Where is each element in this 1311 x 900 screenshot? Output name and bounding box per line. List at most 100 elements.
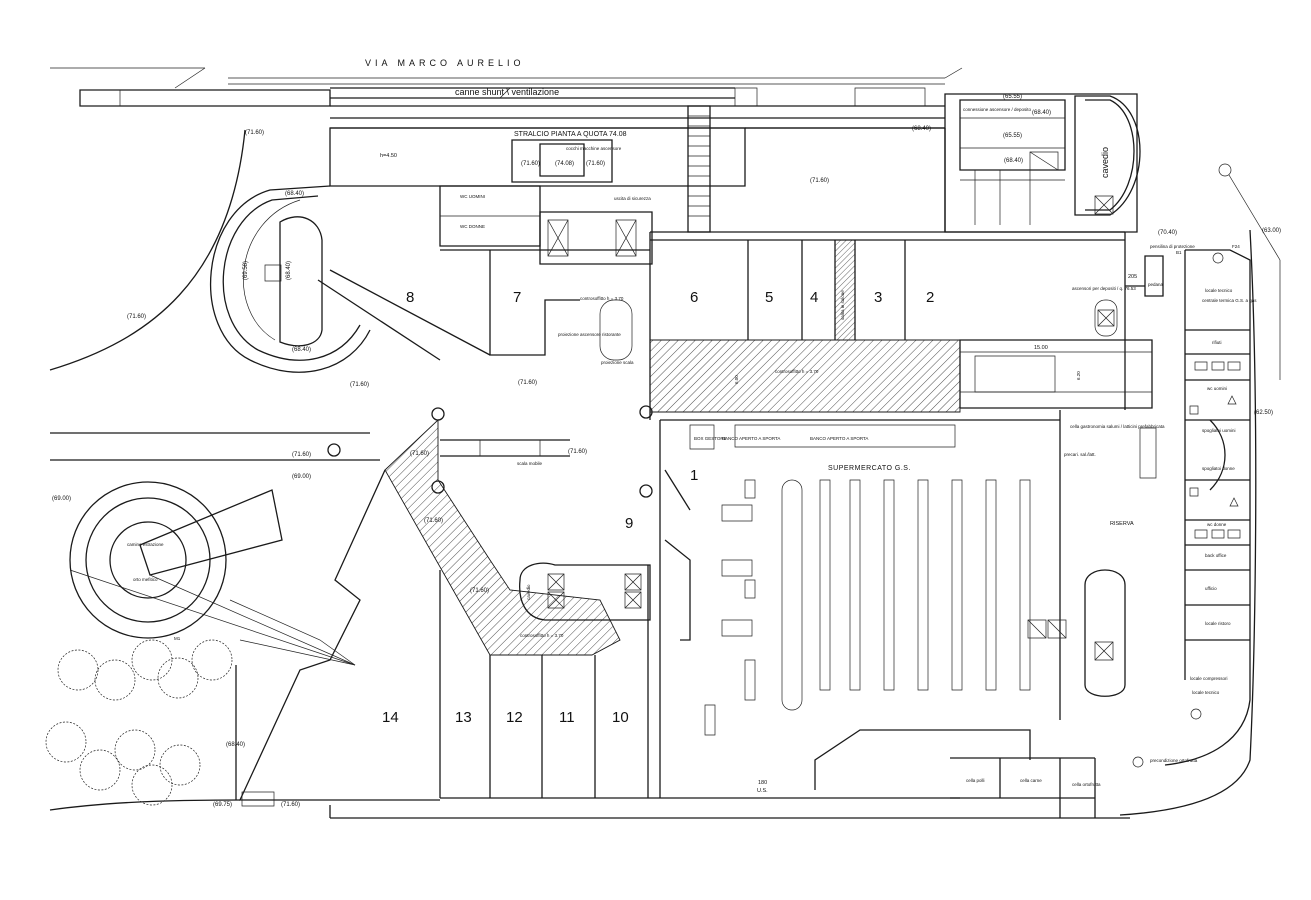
h450-label: h=4.50 — [380, 153, 397, 159]
dim-205: 205 — [1128, 274, 1137, 280]
chimney-garden — [46, 482, 355, 805]
locale-ristoro-label: locale ristoro — [1205, 621, 1231, 626]
elev-7160-m: (71.60) — [586, 161, 605, 167]
dim-us: U.S. — [757, 788, 768, 794]
wc-uomini2-label: wc uomini — [1207, 386, 1227, 391]
stralcio-title: STRALCIO PIANTA A QUOTA 74.08 — [514, 131, 627, 138]
top-right-block — [945, 94, 1140, 232]
store-2: 2 — [926, 289, 934, 306]
store-11: 11 — [559, 709, 575, 726]
ufficio-label: ufficio — [1205, 586, 1217, 591]
store-6: 6 — [690, 289, 698, 306]
elev-7160-c: (71.60) — [127, 314, 146, 320]
elev-6300: (63.00) — [1262, 228, 1281, 234]
precondizionata-label: precondizione ortofrutta — [1150, 758, 1198, 763]
store-1: 1 — [690, 467, 698, 484]
elev-7160-i: (71.60) — [424, 518, 443, 524]
store-14: 14 — [382, 709, 399, 726]
elev-7408: (74.08) — [555, 161, 574, 167]
cavedio-label: cavedio — [1100, 147, 1110, 178]
banco2-label: BANCO APERTO A SPORTA — [810, 436, 868, 441]
cella-carne-label: cella carne — [1020, 778, 1042, 783]
elev-7160-a: (71.60) — [245, 130, 264, 136]
rifiuti-label: rifiuti — [1212, 340, 1222, 345]
wc-donne2-label: wc donne — [1207, 522, 1227, 527]
centrale-termica-label: centrale termica G.S. a gas — [1202, 298, 1257, 303]
elev-6958: (69.58) — [243, 261, 249, 280]
escalator-block — [960, 340, 1152, 408]
elev-6900-b: (69.00) — [292, 474, 311, 480]
store-12: 12 — [506, 709, 523, 726]
elev-6840-d: (68.40) — [1032, 110, 1051, 116]
ascensori-label: ascensori per depositi / q. 76.53 — [1072, 286, 1136, 291]
outer-curve-left — [50, 130, 245, 370]
elev-7160-k: (71.60) — [281, 802, 300, 808]
elev-7040: (70.40) — [1158, 230, 1177, 236]
salita-label: salita in salone — [840, 290, 845, 320]
elev-7160-g: (71.60) — [410, 451, 429, 457]
dim-1500: 15.00 — [1034, 345, 1048, 351]
precarico-label: precari. sal./latt. — [1064, 452, 1096, 457]
connessione-label: connessione ascensore / deposito — [963, 107, 1032, 112]
outer-curve-right — [1120, 230, 1256, 815]
trees — [46, 640, 232, 805]
controsoffitto-c: controsoffitto h = 3.70 — [520, 633, 564, 638]
pedana-label: pedana — [1148, 282, 1164, 287]
store-9: 9 — [625, 515, 633, 532]
cella-gastronomia-label: cella gastronomia salumi / latticini pre… — [1070, 424, 1165, 429]
wc-donne-label: WC DONNE — [460, 224, 485, 229]
locale-tecnico-label: locale tecnico — [1205, 288, 1233, 293]
store-5: 5 — [765, 289, 773, 306]
cella-polli-label: cella polli — [966, 778, 985, 783]
f24-label: F24 — [1232, 244, 1240, 249]
elev-6840-b: (68.40) — [292, 347, 311, 353]
text-labels: VIA MARCO AURELIO canne shunt \ ventilaz… — [52, 58, 1281, 808]
elev-6555-a: (65.55) — [1003, 94, 1022, 100]
supermarket — [660, 410, 1095, 818]
dim-180: 180 — [758, 780, 767, 786]
elev-6975: (69.75) — [213, 802, 232, 808]
reserve-label: RISERVA — [1110, 521, 1134, 527]
store-4: 4 — [810, 289, 818, 306]
back-office-label: back office — [1205, 553, 1227, 558]
banco1-label: BANCO APERTO A SPORTA — [722, 436, 780, 441]
upper-block — [330, 106, 945, 264]
rotunda — [211, 186, 490, 372]
lift-core-south — [520, 563, 650, 620]
box-gestore-label: BOX GESTORE — [694, 436, 727, 441]
scala-mobile: scala mobile — [517, 461, 543, 466]
elev-6840-e: (68.40) — [1004, 158, 1023, 164]
locale-compressori-label: locale compressori — [1190, 676, 1228, 681]
proiezione-ascensore: proiezione ascensore ristorante — [558, 332, 621, 337]
elev-7160-l: (71.60) — [521, 161, 540, 167]
cavedio-small-label: cavedio — [526, 584, 531, 600]
locale-tecnico2-label: locale tecnico — [1192, 690, 1220, 695]
uscita-label: uscita di sicurezza — [614, 196, 651, 201]
camino-label: camino estrazione — [127, 542, 164, 547]
controsoffitto-b: controsoffitto h = 3.70 — [775, 369, 819, 374]
shunt-label: canne shunt \ ventilazione — [455, 87, 559, 97]
store-8: 8 — [406, 289, 414, 306]
diagonal-corridor — [385, 420, 620, 655]
elev-6840-c: (68.40) — [912, 126, 931, 132]
pensilina-label: pensilina di protezione — [1150, 244, 1195, 249]
dim-620: 6.20 — [1076, 371, 1081, 380]
elev-6900-a: (69.00) — [52, 496, 71, 502]
spogliatoi-uomini-label: spogliatoi uomini — [1202, 428, 1236, 433]
elev-7160-j: (71.60) — [470, 588, 489, 594]
elev-6840-g: (68.40) — [286, 261, 292, 280]
street-name: VIA MARCO AURELIO — [365, 58, 525, 68]
cella-ortofrutta-label: cella ortofrutta — [1072, 782, 1101, 787]
controsoffitto-a: controsoffitto h = 3.70 — [580, 296, 624, 301]
elev-6250: (62.50) — [1254, 410, 1273, 416]
elev-6555-b: (65.55) — [1003, 133, 1022, 139]
elev-7160-d: (71.60) — [350, 382, 369, 388]
spogliatoi-donne-label: spogliatoi donne — [1202, 466, 1235, 471]
elev-6840-f: (68.40) — [226, 742, 245, 748]
b1-label: B1 — [1176, 250, 1182, 255]
middle-zone — [50, 250, 652, 497]
right-services — [1133, 164, 1280, 767]
store-7: 7 — [513, 289, 521, 306]
elev-7160-b: (71.60) — [810, 178, 829, 184]
